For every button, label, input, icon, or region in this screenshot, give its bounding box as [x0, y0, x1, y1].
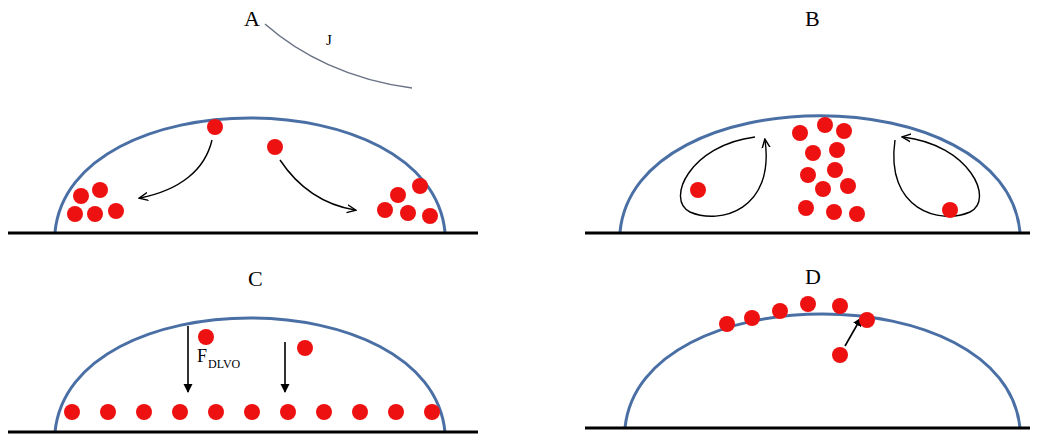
droplet-outline	[55, 118, 445, 232]
panel-letter: B	[805, 8, 820, 30]
migration-arrow	[845, 318, 861, 346]
force-arrow	[187, 326, 189, 392]
droplet-outline	[620, 116, 1020, 232]
particles	[64, 117, 958, 420]
force-arrow	[284, 342, 286, 392]
circulation-loop	[894, 137, 980, 216]
force-subscript: DLVO	[208, 358, 240, 370]
substrate	[585, 232, 1030, 235]
panel-letter: A	[244, 8, 260, 30]
droplet-outline	[625, 314, 1020, 428]
flux-curve	[265, 24, 412, 88]
panel-letter: C	[248, 268, 263, 290]
panel-letter: D	[805, 266, 821, 288]
substrate	[585, 427, 1030, 430]
flow-arrow	[280, 160, 355, 210]
droplet-outline	[55, 318, 445, 432]
circulation-loop	[680, 137, 766, 216]
substrate	[8, 431, 478, 434]
force-symbol: F	[197, 347, 207, 365]
substrate	[8, 232, 478, 235]
flow-arrow	[140, 140, 212, 198]
flux-label: J	[326, 33, 332, 48]
